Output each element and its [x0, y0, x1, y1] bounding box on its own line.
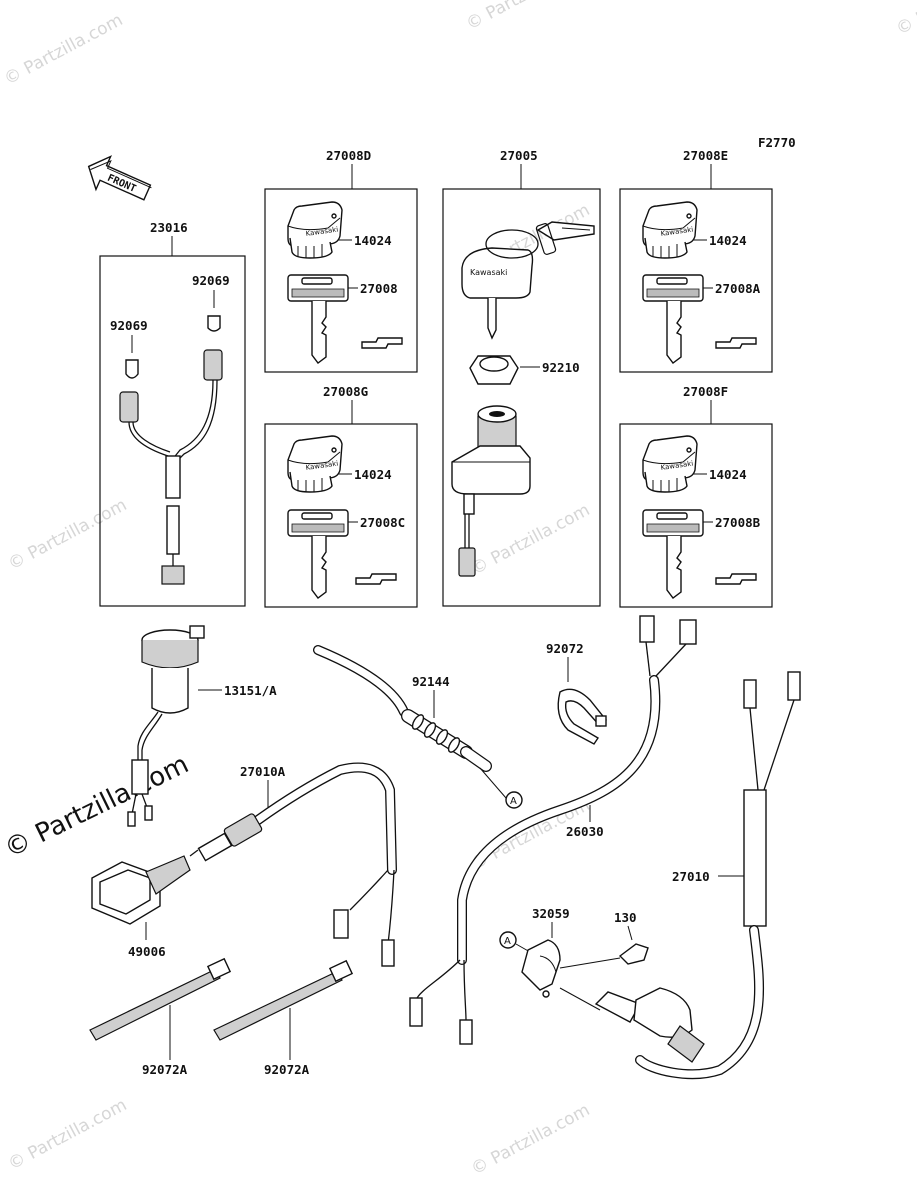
label-27010: 27010: [672, 869, 710, 884]
label-27008C: 27008C: [360, 515, 405, 530]
label-27008D: 27008D: [326, 148, 371, 163]
group-27008F: 27008F Kawasaki 14024 27008B: [619, 384, 773, 608]
part-13151: 13151/A: [127, 625, 277, 827]
watermark-main: © Partzilla.com: [0, 749, 193, 864]
label-27008G: 27008G: [323, 384, 368, 399]
label-14024: 14024: [709, 233, 747, 248]
watermark-text: © Partzilla.com: [463, 0, 588, 34]
label-27005: 27005: [500, 148, 538, 163]
label-32059: 32059: [532, 906, 570, 921]
label-14024: 14024: [354, 233, 392, 248]
group-27008D: 27008D Kawasaki 14024 27008: [264, 148, 418, 373]
part-92072: 92072: [546, 641, 607, 745]
watermark-text: © Partzilla.com: [5, 1095, 130, 1174]
label-92210: 92210: [542, 360, 580, 375]
part-27010: 27010: [635, 671, 801, 1080]
watermark-text: © Partzilla.com: [1, 10, 126, 89]
label-26030: 26030: [566, 824, 604, 839]
label-92072A: 92072A: [264, 1062, 310, 1077]
label-92069: 92069: [110, 318, 148, 333]
label-27008B: 27008B: [715, 515, 761, 530]
watermark-text: © Partzilla.com: [893, 0, 917, 39]
part-49006: 49006: [91, 855, 191, 959]
label-13151A: 13151/A: [224, 683, 277, 698]
label-92069: 92069: [192, 273, 230, 288]
group-27005: 27005 Kawasaki 92210: [442, 148, 601, 607]
label-27008A: 27008A: [715, 281, 761, 296]
part-92144: 92144 A: [313, 645, 523, 809]
brand-text: Kawasaki: [470, 268, 507, 277]
label-92072: 92072: [546, 641, 584, 656]
label-23016: 23016: [150, 220, 188, 235]
label-130: 130: [614, 910, 637, 925]
watermark-text: © Partzilla.com: [5, 495, 130, 574]
part-27010A: 27010A: [189, 762, 397, 967]
group-23016: 23016 92069 92069: [99, 220, 246, 607]
part-92072A: 92072A 92072A: [89, 957, 354, 1077]
label-49006: 49006: [128, 944, 166, 959]
label-27008: 27008: [360, 281, 398, 296]
watermark-text: © Partzilla.com: [468, 500, 593, 579]
part-26030: 26030: [409, 615, 697, 1045]
callout-a: A: [510, 796, 517, 807]
label-27008E: 27008E: [683, 148, 728, 163]
label-27008F: 27008F: [683, 384, 728, 399]
front-arrow-icon: FRONT: [87, 155, 152, 201]
label-92144: 92144: [412, 674, 450, 689]
label-27010A: 27010A: [240, 764, 286, 779]
group-27008G: 27008G Kawasaki 14024 27008C: [264, 384, 418, 608]
part-32059: 32059 A 130: [499, 906, 693, 1038]
group-27008E: 27008E Kawasaki 14024 27008A: [619, 148, 773, 373]
callout-a: A: [504, 936, 511, 947]
watermark-text: © Partzilla.com: [468, 1100, 593, 1179]
label-92072A: 92072A: [142, 1062, 188, 1077]
label-14024: 14024: [354, 467, 392, 482]
figure-code: F2770: [758, 135, 796, 150]
label-14024: 14024: [709, 467, 747, 482]
